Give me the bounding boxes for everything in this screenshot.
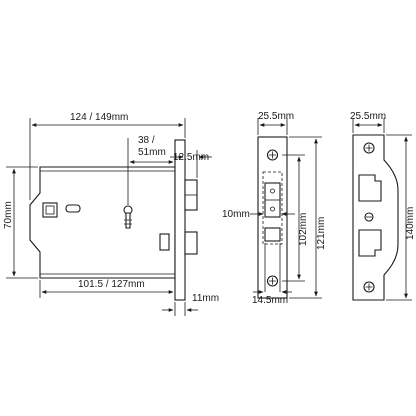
label-backset-bottom: 51mm xyxy=(138,147,166,158)
keyhole-slot xyxy=(125,212,131,229)
lock-case xyxy=(29,166,176,279)
dim-latch-width: 14.5mm xyxy=(252,243,292,306)
screw-bottom-slot xyxy=(269,277,276,285)
screw-top-slot xyxy=(269,151,276,159)
forend-plate xyxy=(174,139,186,301)
label-forend-inner-height: 102mm xyxy=(298,213,309,246)
dim-strike-width: 25.5mm xyxy=(350,111,386,133)
dim-bolt-projection: 12.5mm xyxy=(170,150,212,178)
dim-forend-outer-height: 121mm xyxy=(289,136,327,299)
strike-screw-top-slot xyxy=(365,144,373,152)
bolt-housing-outline xyxy=(262,171,283,245)
label-bolt-width: 10mm xyxy=(222,209,250,220)
strike-latch-recess xyxy=(358,229,382,257)
dim-forend-width: 25.5mm xyxy=(257,111,294,135)
latch-face xyxy=(264,227,281,242)
dim-bolt-width: 10mm xyxy=(222,209,295,220)
strike-plate-view xyxy=(352,134,399,301)
label-forend-width: 25.5mm xyxy=(258,111,294,122)
follower-spindle xyxy=(45,205,55,215)
follower-square xyxy=(42,202,58,218)
label-forend-outer-height: 121mm xyxy=(316,217,327,250)
strike-screw-bottom-slot xyxy=(365,283,373,291)
dim-strike-height: 140mm xyxy=(386,134,416,301)
label-backset-top: 38 / xyxy=(138,135,155,146)
latch-bolt xyxy=(184,231,198,255)
forend-view xyxy=(257,136,288,299)
label-forend-thickness: 11mm xyxy=(192,293,219,304)
label-case-depth: 101.5 / 127mm xyxy=(78,279,145,290)
lever-window xyxy=(159,233,170,251)
label-bolt-projection: 12.5mm xyxy=(173,152,209,163)
dim-forend-thickness: 11mm xyxy=(162,293,219,316)
label-strike-height: 140mm xyxy=(405,207,416,240)
deadbolt-pin-bottom xyxy=(270,206,275,212)
dim-forend-inner-height: 102mm xyxy=(282,154,309,282)
dim-backset: 38 / 51mm xyxy=(127,135,174,205)
keyhole-wards xyxy=(124,219,132,225)
dim-overall-length: 124 / 149mm xyxy=(29,112,186,200)
label-body-height: 70mm xyxy=(3,201,14,229)
strike-plate xyxy=(352,134,399,301)
label-strike-width: 25.5mm xyxy=(350,111,386,122)
strike-bolt-recess xyxy=(358,174,382,202)
lock-body-view xyxy=(29,139,198,301)
label-overall-length: 124 / 149mm xyxy=(70,112,128,123)
deadbolt-pin-top xyxy=(270,188,275,194)
case-slot xyxy=(65,204,81,213)
label-latch-width: 14.5mm xyxy=(252,295,288,306)
dim-case-depth: 101.5 / 127mm xyxy=(39,279,176,300)
dim-body-height: 70mm xyxy=(3,166,38,279)
